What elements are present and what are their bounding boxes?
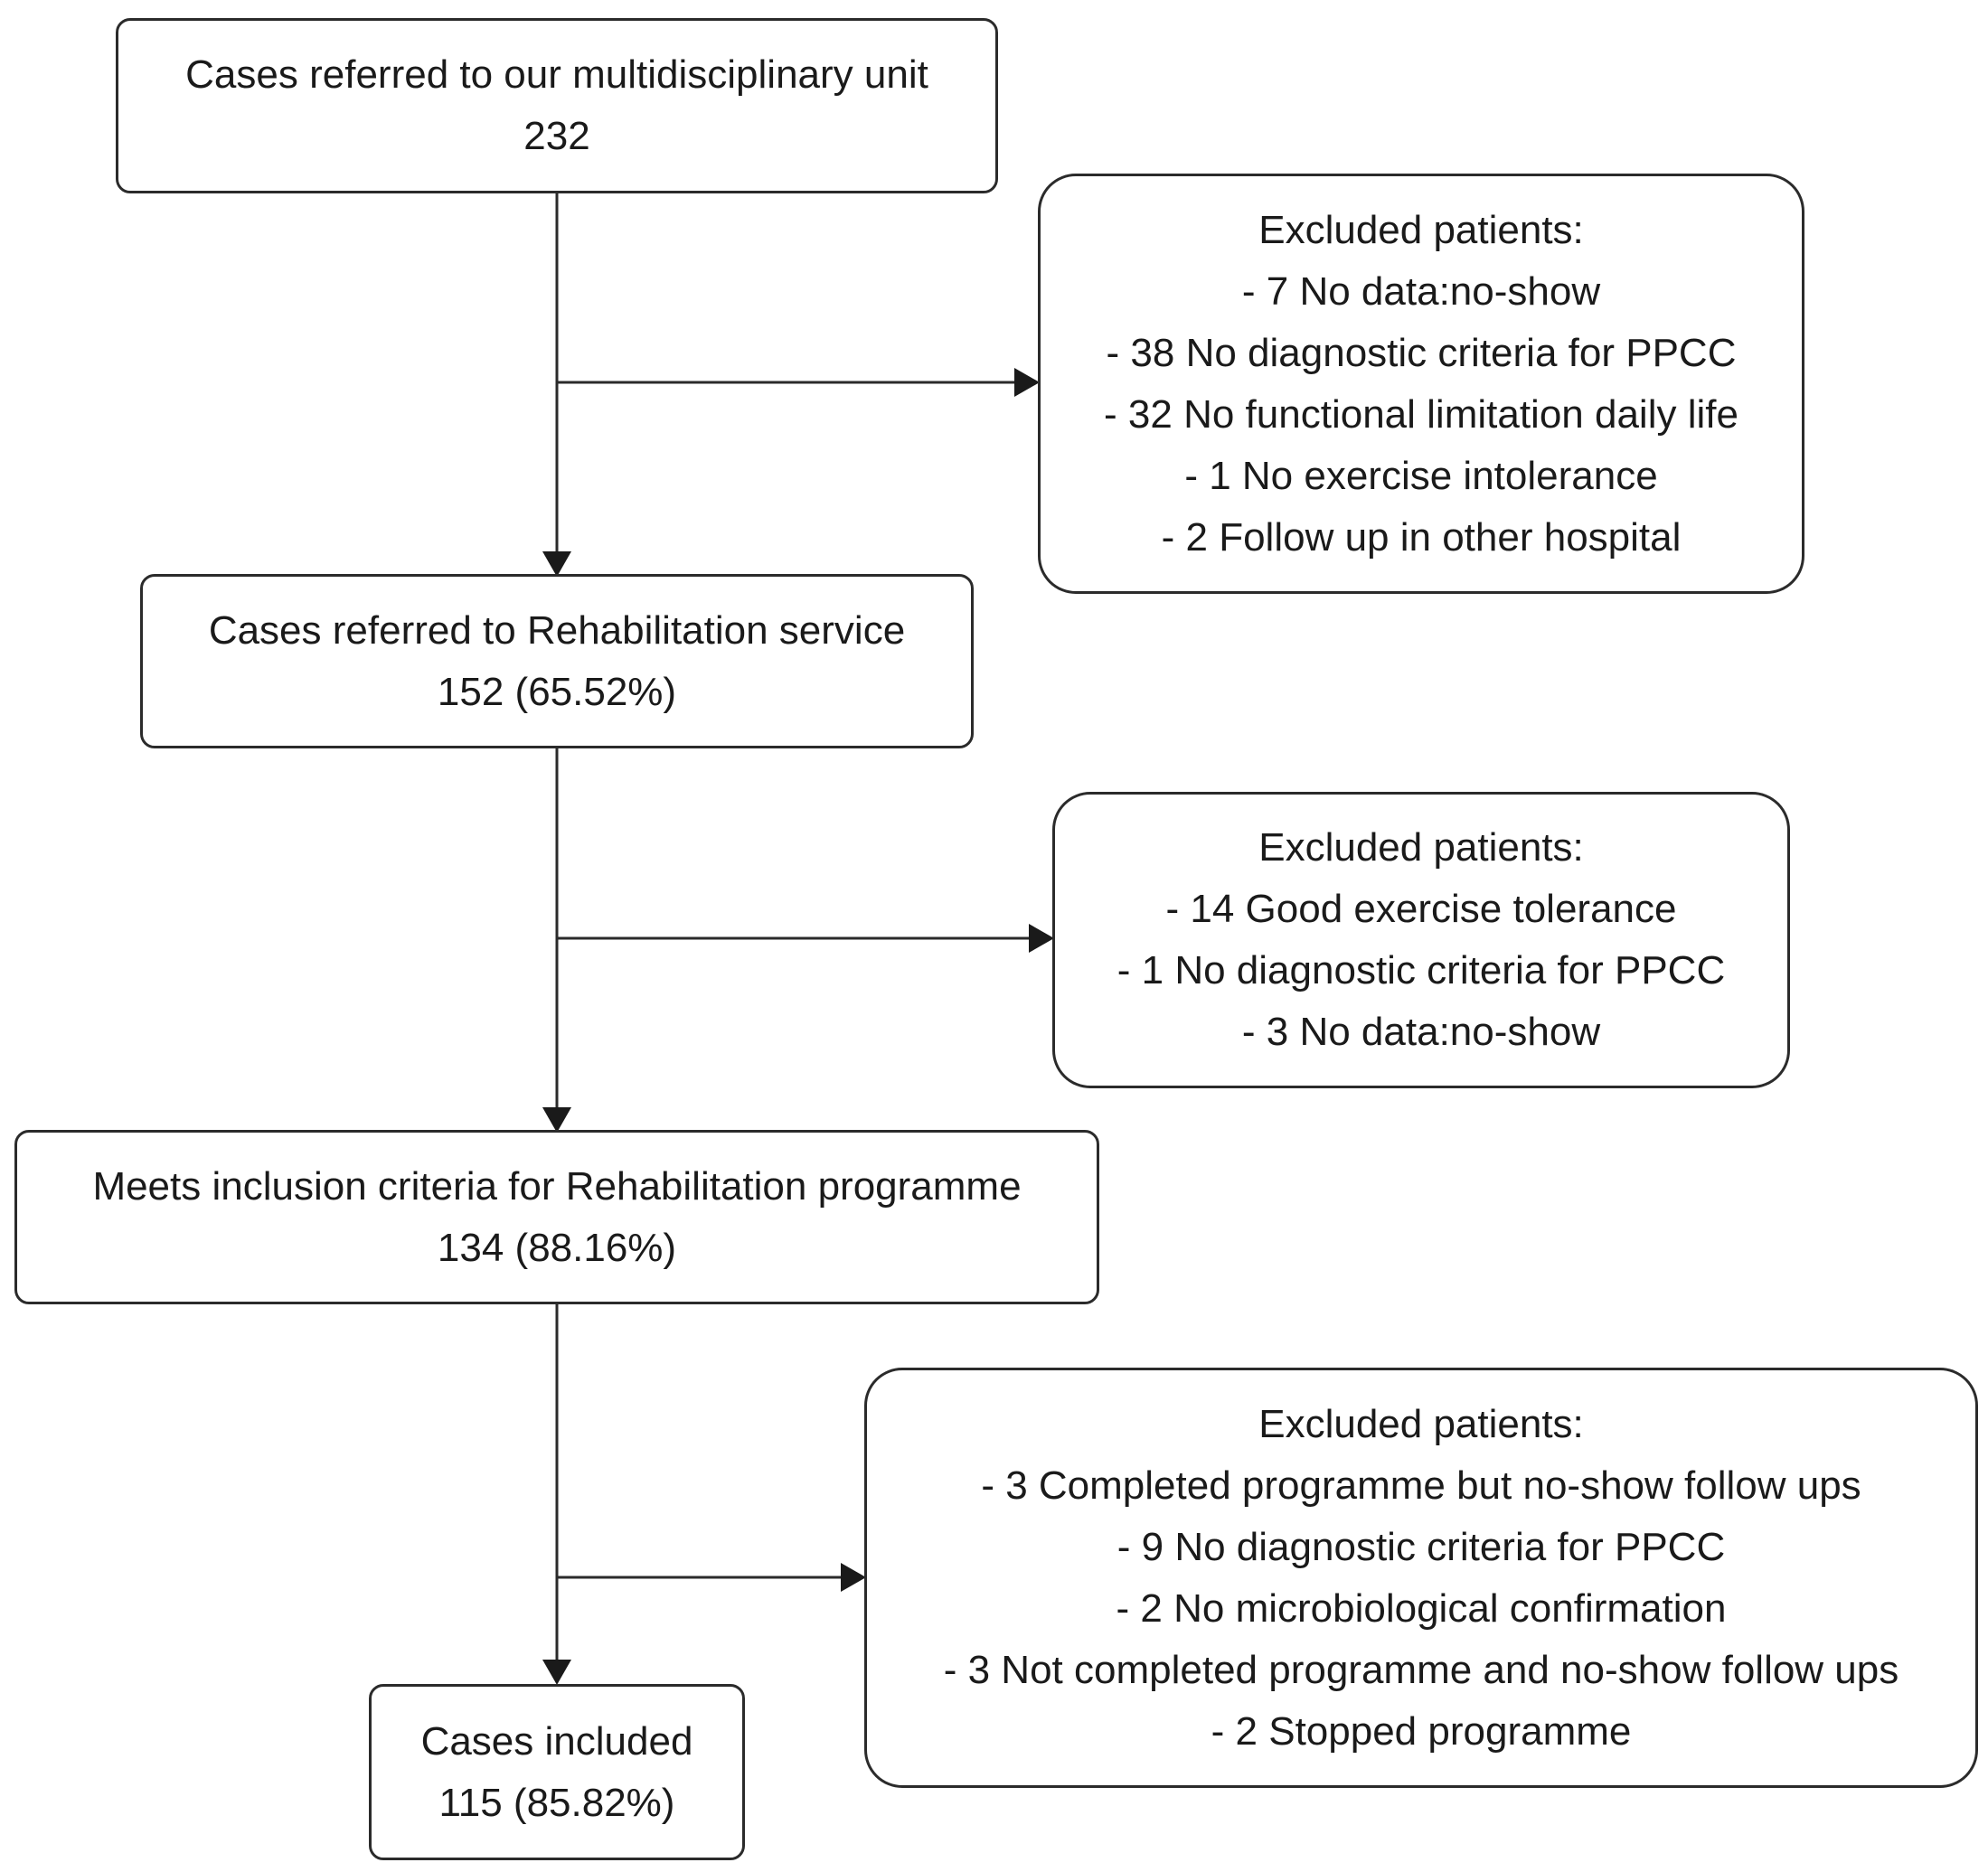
box-count: 152 (65.52%) — [437, 669, 677, 714]
exclusion-item: - 2 Stopped programme — [1211, 1708, 1632, 1754]
arrowhead-down-2 — [542, 1107, 571, 1133]
box-title: Cases referred to Rehabilitation service — [208, 607, 906, 653]
arrowhead-right-1 — [1014, 368, 1040, 397]
exclusion-item: - 3 No data:no-show — [1241, 1010, 1601, 1054]
exclusion-item: - 32 No functional limitation daily life — [1104, 391, 1738, 437]
box-referred-rehabilitation: Cases referred to Rehabilitation service… — [140, 574, 974, 748]
exclusion-box-3: Excluded patients: - 3 Completed program… — [864, 1368, 1978, 1788]
arrowhead-right-2 — [1029, 924, 1054, 953]
box-title: Cases included — [420, 1718, 693, 1764]
exclusion-item: - 7 No data:no-show — [1241, 268, 1601, 314]
box-inclusion-criteria: Meets inclusion criteria for Rehabilitat… — [14, 1130, 1099, 1304]
exclusion-item: - 3 Completed programme but no-show foll… — [981, 1463, 1861, 1508]
exclusion-heading: Excluded patients: — [1258, 825, 1584, 870]
box-title: Cases referred to our multidisciplinary … — [185, 52, 928, 97]
exclusion-heading: Excluded patients: — [1258, 1401, 1584, 1446]
exclusion-heading: Excluded patients: — [1258, 207, 1584, 252]
arrowhead-right-3 — [841, 1563, 866, 1592]
box-referred-multidisciplinary: Cases referred to our multidisciplinary … — [116, 18, 998, 193]
exclusion-item: - 38 No diagnostic criteria for PPCC — [1106, 330, 1737, 375]
box-count: 134 (88.16%) — [437, 1225, 677, 1270]
exclusion-box-2: Excluded patients: - 14 Good exercise to… — [1052, 792, 1790, 1088]
arrowhead-down-3 — [542, 1660, 571, 1685]
arrowhead-down-1 — [542, 551, 571, 577]
exclusion-item: - 1 No diagnostic criteria for PPCC — [1116, 948, 1726, 992]
exclusion-item: - 14 Good exercise tolerance — [1165, 887, 1677, 931]
exclusion-item: - 3 Not completed programme and no-show … — [943, 1647, 1899, 1692]
exclusion-item: - 9 No diagnostic criteria for PPCC — [1116, 1524, 1726, 1569]
box-count: 115 (85.82%) — [438, 1780, 675, 1825]
exclusion-item: - 2 Follow up in other hospital — [1161, 514, 1682, 560]
box-count: 232 — [523, 114, 590, 158]
exclusion-box-1: Excluded patients: - 7 No data:no-show -… — [1038, 174, 1804, 594]
exclusion-item: - 1 No exercise intolerance — [1184, 453, 1658, 498]
box-title: Meets inclusion criteria for Rehabilitat… — [92, 1163, 1022, 1209]
exclusion-item: - 2 No microbiological confirmation — [1116, 1585, 1727, 1631]
box-cases-included: Cases included 115 (85.82%) — [369, 1684, 745, 1860]
